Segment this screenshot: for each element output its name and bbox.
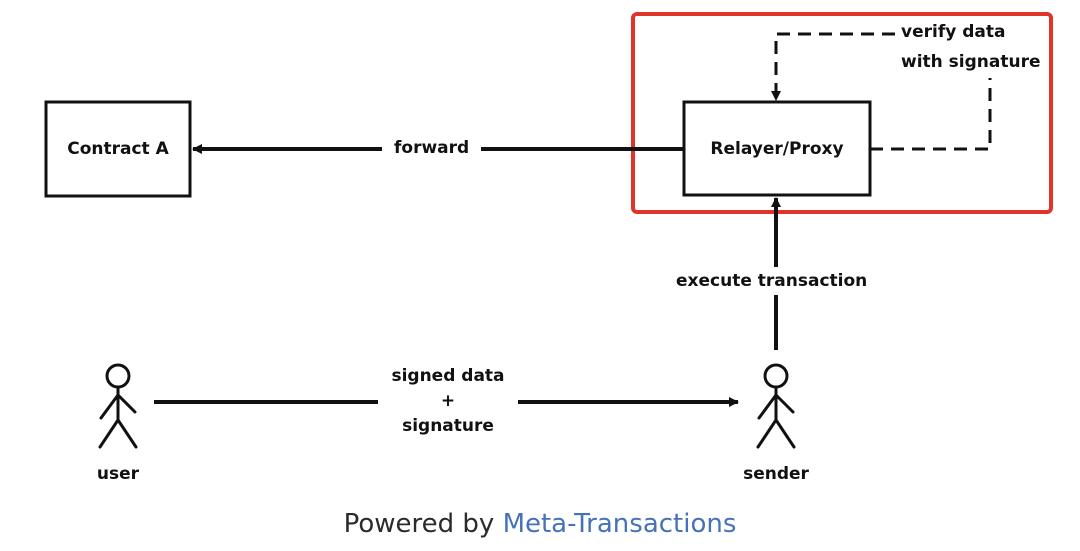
verify-label-line2: with signature [897, 50, 1045, 74]
signed-data-label-line3: signature [378, 414, 518, 438]
contract-a-box [44, 100, 192, 198]
signed-data-label-line1: signed data [378, 364, 518, 388]
sender-label: sender [726, 462, 826, 486]
meta-transactions-link[interactable]: Meta-Transactions [502, 509, 737, 539]
user-label: user [78, 462, 158, 486]
relayer-highlight-frame [631, 12, 1053, 214]
footer-caption: Powered by Meta-Transactions [0, 506, 1080, 542]
signed-data-label-line2: + [378, 389, 518, 413]
verify-label-line1: verify data [897, 20, 1010, 44]
relayer-proxy-box [682, 100, 872, 197]
footer-prefix: Powered by [343, 509, 495, 539]
forward-label: forward [382, 136, 482, 160]
execute-transaction-label: execute transaction [668, 267, 876, 295]
relayer-proxy-label: Relayer/Proxy [710, 138, 844, 159]
user-figure-icon [98, 363, 138, 449]
contract-a-label: Contract A [67, 139, 169, 159]
sender-figure-icon [756, 363, 796, 449]
